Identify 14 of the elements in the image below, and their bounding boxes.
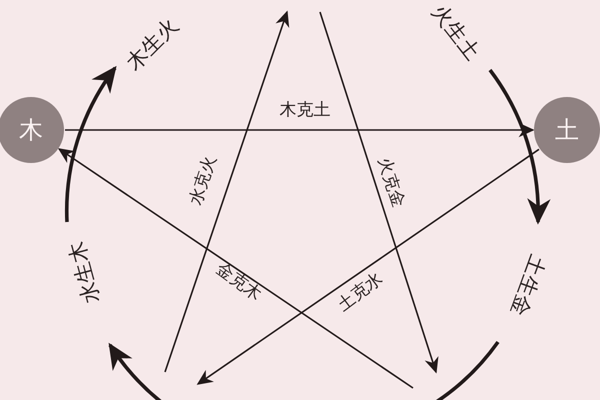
arrow bbox=[65, 122, 535, 138]
edge-label: 土克水 bbox=[334, 270, 386, 314]
element-circle: 土 bbox=[534, 97, 600, 163]
edge-label: 木克土 bbox=[280, 102, 330, 118]
arc-label: 木生火 bbox=[122, 14, 182, 74]
line-label: 水克火 bbox=[187, 153, 219, 207]
arc-label: 水生木 bbox=[66, 238, 102, 306]
arc-label: 土生金 bbox=[506, 252, 548, 318]
arrow bbox=[196, 148, 540, 385]
arc-label: 火生土 bbox=[427, 0, 483, 64]
element-circle: 木 bbox=[0, 97, 64, 163]
edge-label: 金克木 bbox=[212, 260, 264, 304]
line-label: 火克金 bbox=[374, 155, 406, 209]
arrow bbox=[58, 148, 414, 389]
